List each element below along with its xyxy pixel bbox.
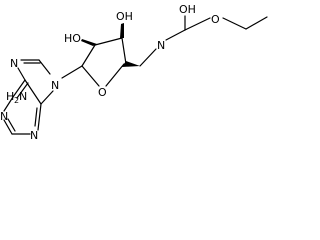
bond-ethyl-o-ch2 xyxy=(222,17,247,30)
label-nh2-sub: 2 xyxy=(14,96,19,105)
bond-n3-c4-double xyxy=(34,107,38,127)
wedge-c3-oh xyxy=(120,23,124,38)
label-o-ester: O xyxy=(211,13,220,26)
bond-c6-n1 xyxy=(3,96,14,112)
atom-labels: OH N O OH HO O N N N N H 2 N xyxy=(0,3,220,142)
label-oh-carbamate: OH xyxy=(179,3,196,16)
bond-c5-c6-double xyxy=(16,82,29,99)
label-nh2: H 2 N xyxy=(6,90,27,105)
label-nh2-n: N xyxy=(19,90,27,103)
bond-n1-c2 xyxy=(3,119,13,135)
label-nh2-h: H xyxy=(6,90,14,103)
label-n9: N xyxy=(51,79,59,92)
wedge-c2-ho xyxy=(81,39,97,46)
bond-n9-c8 xyxy=(38,59,51,75)
label-n-carbamate: N xyxy=(157,39,165,52)
label-o-ring: O xyxy=(98,86,107,99)
bond-c1-o4 xyxy=(81,65,100,87)
bond-n1-c2-double xyxy=(7,118,16,132)
bond-n7-c5 xyxy=(17,67,26,81)
bond-ethyl-ch2-ch3 xyxy=(245,16,268,30)
label-ho-ring-left: HO xyxy=(64,32,81,45)
structure-diagram: OH N O OH HO O N N N N H 2 N xyxy=(0,3,268,142)
molecule-canvas: OH N O OH HO O N N N N H 2 N xyxy=(0,3,268,142)
bond-c3-c2 xyxy=(94,37,123,46)
bond-c1-n9 xyxy=(61,65,83,79)
bond-n9-c4 xyxy=(40,90,54,105)
bond-c5-c6 xyxy=(12,79,26,98)
bond-carbonyl-c-o xyxy=(184,17,211,31)
bond-carbonyl-c-n xyxy=(165,29,186,41)
bond-lines xyxy=(3,15,268,135)
wedge-c4-ch2 xyxy=(122,61,140,67)
bond-c2-c1 xyxy=(81,44,96,67)
label-oh-ring-top: OH xyxy=(116,10,133,23)
bond-c4-o4 xyxy=(105,63,125,87)
bond-c4-c3 xyxy=(121,37,127,65)
label-n1: N xyxy=(0,110,8,123)
label-n7: N xyxy=(10,57,18,70)
bond-n-ch2 xyxy=(139,48,157,67)
label-n3: N xyxy=(30,129,38,142)
bond-n3-c4 xyxy=(37,103,42,131)
